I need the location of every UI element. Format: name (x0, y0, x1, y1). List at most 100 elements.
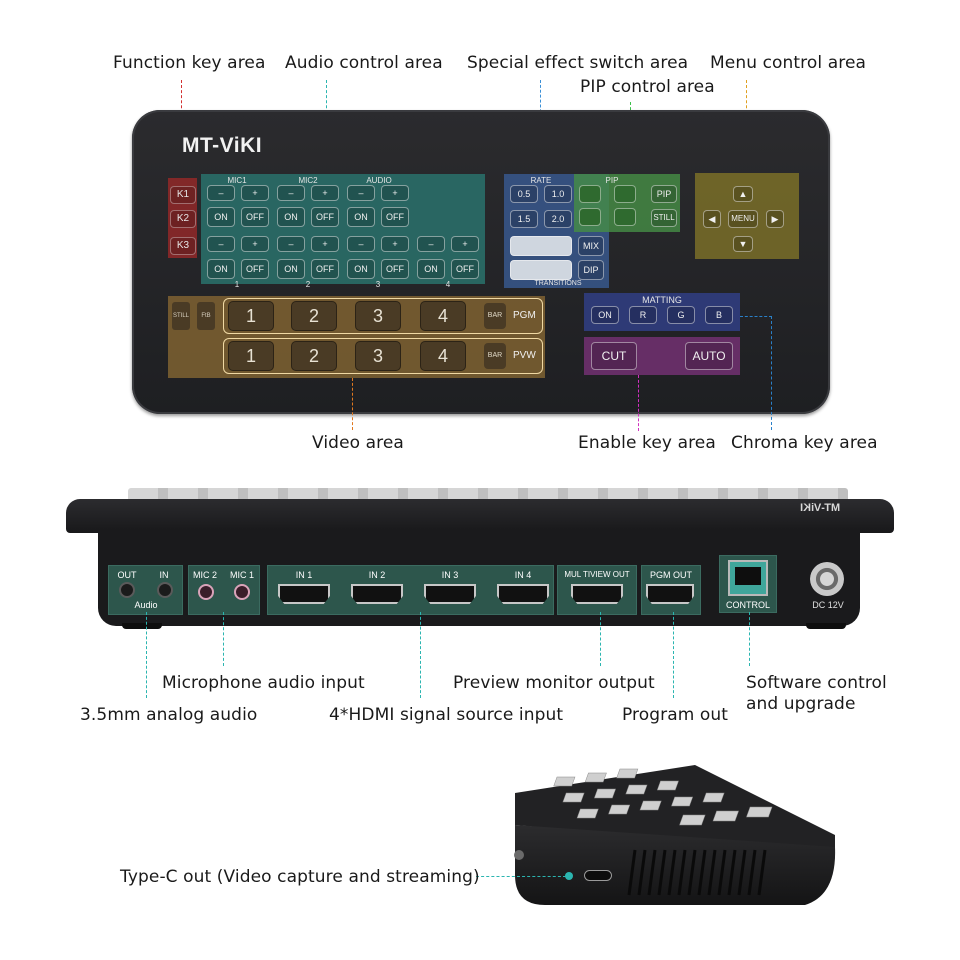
pvw-bar-key[interactable]: BAR (484, 343, 506, 369)
matting-b-button[interactable]: B (705, 306, 733, 324)
mix-button[interactable]: MIX (578, 236, 604, 256)
ch2-number: 2 (305, 280, 311, 289)
special-effect-switch-area-label: Special effect switch area (467, 53, 689, 73)
ch3-plus-button[interactable]: + (381, 236, 409, 252)
mic2-on-button[interactable]: ON (277, 207, 305, 227)
dc-power-jack[interactable] (810, 562, 844, 596)
pip-button[interactable]: PIP (651, 185, 677, 203)
rate-2-0-button[interactable]: 2.0 (544, 210, 572, 228)
pip-bottom-left-button[interactable] (579, 208, 601, 226)
rate-0-5-button[interactable]: 0.5 (510, 185, 538, 203)
mix-transition-icon[interactable] (510, 236, 572, 256)
auto-button[interactable]: AUTO (685, 342, 733, 370)
dc-12v-label: DC 12V (812, 600, 844, 610)
menu-button[interactable]: MENU (728, 210, 758, 228)
rear-key-caps (128, 488, 848, 502)
video-area-label: Video area (312, 433, 404, 453)
pvw-key-2[interactable]: 2 (291, 341, 337, 371)
rate-title: RATE (530, 176, 552, 185)
mic1-on-button[interactable]: ON (207, 207, 235, 227)
still-small-key[interactable]: STILL (172, 302, 190, 330)
rj45-port[interactable] (728, 560, 768, 596)
mic1-plus-button[interactable]: + (241, 185, 269, 201)
matting-g-button[interactable]: G (667, 306, 695, 324)
ch2-off-button[interactable]: OFF (311, 259, 339, 279)
ch2-minus-button[interactable]: – (277, 236, 305, 252)
ch4-off-button[interactable]: OFF (451, 259, 479, 279)
type-c-port[interactable] (584, 870, 612, 881)
audio-minus-button[interactable]: – (347, 185, 375, 201)
mic2-minus-button[interactable]: – (277, 185, 305, 201)
pip-top-left-button[interactable] (579, 185, 601, 203)
hdmi-in2-port[interactable] (351, 584, 403, 604)
mic-input-leader (223, 612, 224, 666)
k3-button[interactable]: K3 (170, 237, 196, 255)
ch3-on-button[interactable]: ON (347, 259, 375, 279)
dip-transition-icon[interactable] (510, 260, 572, 280)
ch4-plus-button[interactable]: + (451, 236, 479, 252)
mic2-port-label: MIC 2 (192, 570, 217, 580)
pip-bottom-right-button[interactable] (614, 208, 636, 226)
mic1-minus-button[interactable]: – (207, 185, 235, 201)
pgm-bar-key[interactable]: BAR (484, 303, 506, 329)
audio-in-jack[interactable] (157, 582, 173, 598)
ch1-off-button[interactable]: OFF (241, 259, 269, 279)
chroma-key-zone (584, 293, 740, 331)
type-c-out-label: Type-C out (Video capture and streaming) (120, 867, 480, 887)
pgm-out-port[interactable] (646, 584, 694, 604)
audio-plus-button[interactable]: + (381, 185, 409, 201)
multiview-out-port[interactable] (571, 584, 623, 604)
side-view-device (514, 765, 836, 905)
audio-control-area-label: Audio control area (285, 53, 443, 73)
ch1-minus-button[interactable]: – (207, 236, 235, 252)
ch4-minus-button[interactable]: – (417, 236, 445, 252)
ch3-minus-button[interactable]: – (347, 236, 375, 252)
ch1-on-button[interactable]: ON (207, 259, 235, 279)
software-control-upgrade-label: Software control and upgrade (746, 673, 887, 714)
pgm-key-4[interactable]: 4 (420, 301, 466, 331)
k2-button[interactable]: K2 (170, 210, 196, 228)
menu-control-area-label: Menu control area (710, 53, 867, 73)
audio-in-label: IN (159, 570, 169, 580)
program-out-label: Program out (622, 705, 729, 725)
ch2-plus-button[interactable]: + (311, 236, 339, 252)
pgm-label: PGM (513, 310, 536, 321)
audio-out-jack[interactable] (119, 582, 135, 598)
ch1-plus-button[interactable]: + (241, 236, 269, 252)
audio-control-zone (201, 174, 485, 284)
pip-top-right-button[interactable] (614, 185, 636, 203)
pgm-key-1[interactable]: 1 (228, 301, 274, 331)
menu-left-button[interactable]: ◀ (703, 210, 721, 228)
ftb-small-key[interactable]: FtB (197, 302, 215, 330)
ch4-on-button[interactable]: ON (417, 259, 445, 279)
ch3-off-button[interactable]: OFF (381, 259, 409, 279)
ch2-on-button[interactable]: ON (277, 259, 305, 279)
rate-1-0-button[interactable]: 1.0 (544, 185, 572, 203)
rate-1-5-button[interactable]: 1.5 (510, 210, 538, 228)
pvw-key-4[interactable]: 4 (420, 341, 466, 371)
mic2-plus-button[interactable]: + (311, 185, 339, 201)
hdmi-in4-port[interactable] (497, 584, 549, 604)
matting-on-button[interactable]: ON (591, 306, 619, 324)
menu-right-button[interactable]: ▶ (766, 210, 784, 228)
matting-r-button[interactable]: R (629, 306, 657, 324)
mic2-jack[interactable] (198, 584, 214, 600)
pvw-key-3[interactable]: 3 (355, 341, 401, 371)
mic1-jack[interactable] (234, 584, 250, 600)
cut-button[interactable]: CUT (591, 342, 637, 370)
menu-up-button[interactable]: ▲ (733, 186, 753, 202)
hdmi-in3-port[interactable] (424, 584, 476, 604)
k1-button[interactable]: K1 (170, 186, 196, 204)
audio-off-button[interactable]: OFF (381, 207, 409, 227)
pgm-key-3[interactable]: 3 (355, 301, 401, 331)
dip-button[interactable]: DIP (578, 260, 604, 280)
menu-down-button[interactable]: ▼ (733, 236, 753, 252)
still-button[interactable]: STILL (651, 209, 677, 227)
software-control-leader (749, 612, 750, 666)
hdmi-in1-port[interactable] (278, 584, 330, 604)
pvw-key-1[interactable]: 1 (228, 341, 274, 371)
mic2-off-button[interactable]: OFF (311, 207, 339, 227)
pgm-key-2[interactable]: 2 (291, 301, 337, 331)
mic1-off-button[interactable]: OFF (241, 207, 269, 227)
audio-on-button[interactable]: ON (347, 207, 375, 227)
